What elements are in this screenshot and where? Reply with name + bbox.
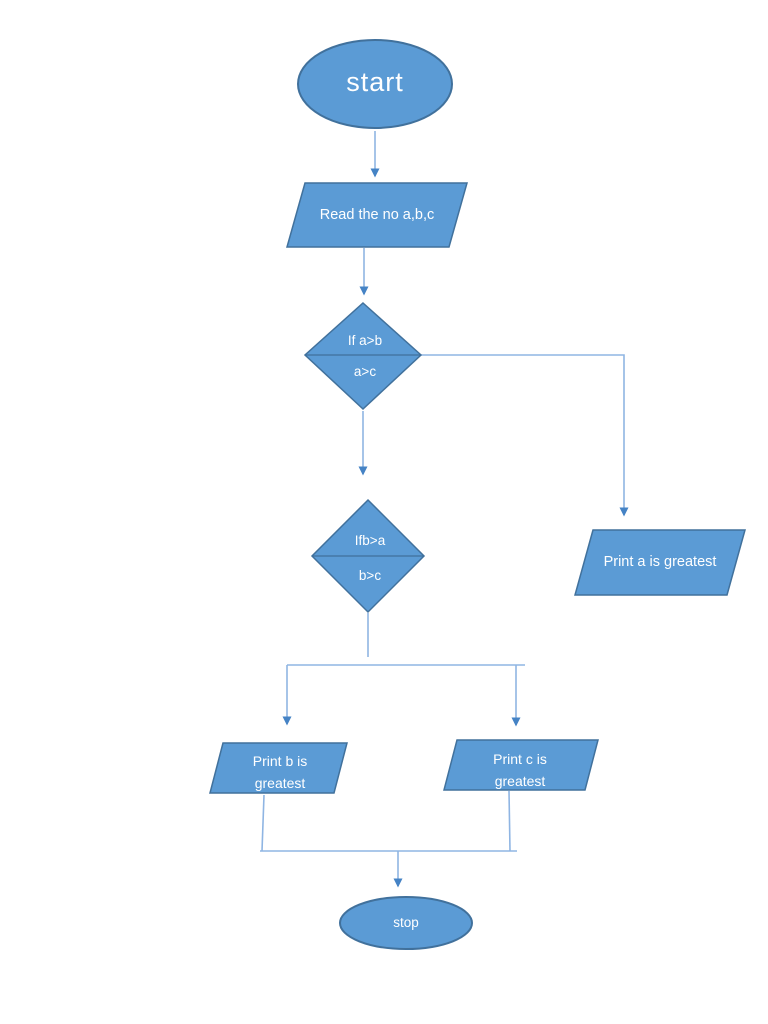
decision-a-label-line1: If a>b (347, 333, 383, 348)
decision-a-label-line2: a>c (353, 364, 377, 379)
print-a-node-shape (574, 529, 746, 596)
connector-decision-a-to-print-a (420, 354, 629, 517)
print-b-node-label: Print b is greatest (217, 750, 343, 793)
stop-node-shape (339, 896, 473, 950)
print-b-label-line1: Print b is (252, 753, 308, 769)
decision-b-label-line2: b>c (358, 568, 382, 583)
connector-print-b-down (261, 794, 265, 852)
start-node-label: start (346, 67, 404, 97)
print-c-label-line2: greatest (494, 773, 546, 789)
print-c-label-line1: Print c is (493, 751, 547, 767)
read-input-node-label: Read the no a,b,c (319, 207, 435, 223)
read-input-node-shape (286, 182, 468, 248)
decision-b-label-line1: Ifb>a (354, 533, 386, 548)
connector-print-c-down (508, 790, 511, 852)
stop-node-label: stop (393, 915, 419, 930)
decision-a-node-shape (303, 301, 423, 411)
print-c-node-shape (443, 739, 599, 791)
start-node-shape (297, 39, 453, 129)
print-b-node-shape (209, 742, 348, 794)
print-c-node-label: Print c is greatest (455, 748, 585, 791)
print-a-node-label: Print a is greatest (603, 554, 717, 570)
print-b-label-line2: greatest (254, 775, 306, 791)
